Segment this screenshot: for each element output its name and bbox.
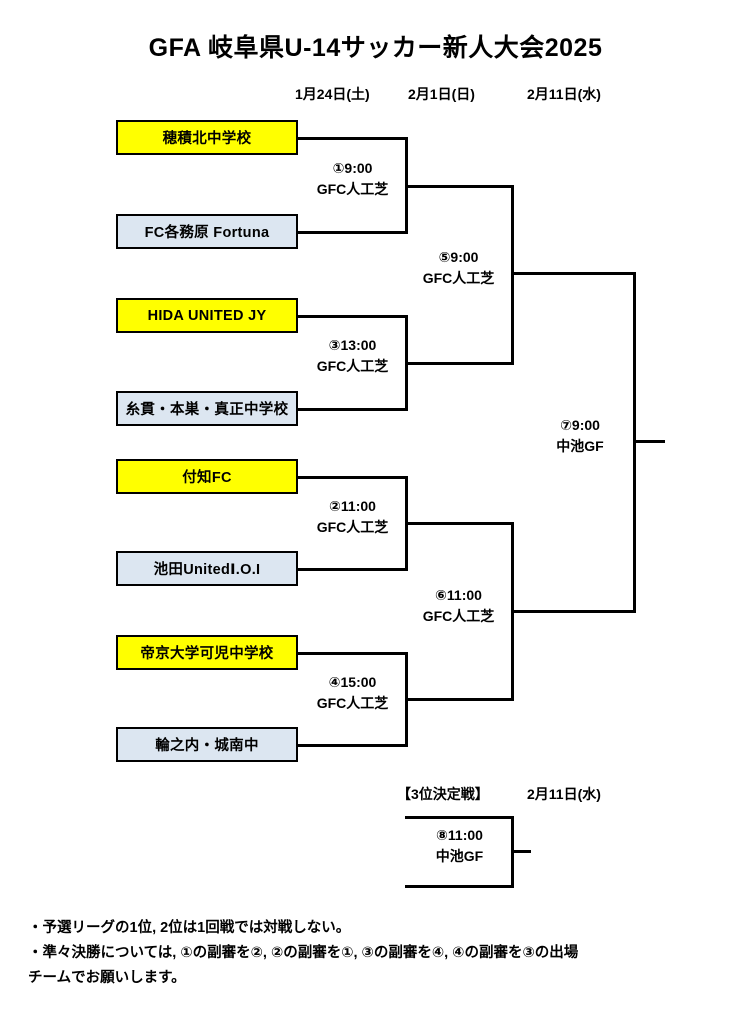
match-venue: 中池GF bbox=[435, 848, 484, 864]
match-time: ⑧11:00 bbox=[436, 827, 483, 843]
bracket-line-m8-bottom bbox=[405, 885, 514, 888]
bracket-line-m8-top bbox=[405, 816, 514, 819]
team-name: 帝京大学可児中学校 bbox=[140, 646, 274, 662]
match-label-7: ⑦9:00 中池GF bbox=[528, 415, 632, 457]
match-venue: 中池GF bbox=[556, 438, 604, 454]
bracket-line-m3-bottom bbox=[298, 408, 407, 411]
bracket-line-m2-top bbox=[298, 476, 407, 479]
bracket-line-m5-out bbox=[511, 272, 635, 275]
date-final: 2月11日(水) bbox=[527, 86, 601, 102]
match-time: ④15:00 bbox=[328, 674, 377, 690]
bracket-line-m3-out bbox=[405, 362, 513, 365]
team-box-7[interactable]: 帝京大学可児中学校 bbox=[116, 635, 298, 670]
match-time: ⑤9:00 bbox=[438, 249, 479, 265]
note-line-1: ・予選リーグの1位, 2位は1回戦では対戦しない。 bbox=[28, 920, 351, 936]
match-venue: GFC人工芝 bbox=[316, 358, 389, 374]
match-label-6: ⑥11:00 GFC人工芝 bbox=[405, 585, 512, 627]
match-venue: GFC人工芝 bbox=[422, 270, 495, 286]
bracket-line-m8-out bbox=[511, 850, 531, 853]
team-box-6[interactable]: 池田UnitedⅠ.O.I bbox=[116, 551, 298, 586]
date-semifinal: 2月1日(日) bbox=[408, 86, 475, 102]
match-time: ①9:00 bbox=[332, 160, 373, 176]
team-name: 穂積北中学校 bbox=[162, 131, 252, 147]
bracket-line-m6-out bbox=[511, 610, 635, 613]
match-label-4: ④15:00 GFC人工芝 bbox=[300, 672, 405, 714]
team-box-3[interactable]: HIDA UNITED JY bbox=[116, 298, 298, 333]
match-label-8: ⑧11:00 中池GF bbox=[407, 825, 512, 867]
third-place-label: 【3位決定戦】 bbox=[397, 786, 489, 802]
notes-block: ・予選リーグの1位, 2位は1回戦では対戦しない。 ・準々決勝については, ①の… bbox=[28, 916, 728, 991]
match-time: ⑥11:00 bbox=[435, 587, 482, 603]
match-venue: GFC人工芝 bbox=[316, 181, 389, 197]
third-place-date: 2月11日(水) bbox=[527, 786, 601, 802]
match-label-1: ①9:00 GFC人工芝 bbox=[300, 158, 405, 200]
match-time: ②11:00 bbox=[329, 498, 376, 514]
bracket-line-m2-bottom bbox=[298, 568, 407, 571]
note-line-2: ・準々決勝については, ①の副審を②, ②の副審を①, ③の副審を④, ④の副審… bbox=[28, 945, 579, 961]
match-venue: GFC人工芝 bbox=[316, 695, 389, 711]
team-box-1[interactable]: 穂積北中学校 bbox=[116, 120, 298, 155]
third-place-header: 【3位決定戦】 2月11日(水) bbox=[0, 784, 751, 804]
bracket-line-m4-bottom bbox=[298, 744, 407, 747]
bracket-line-m1-out bbox=[405, 185, 513, 188]
team-name: FC各務原 Fortuna bbox=[144, 225, 270, 241]
team-name: 輪之内・城南中 bbox=[155, 738, 259, 754]
team-box-5[interactable]: 付知FC bbox=[116, 459, 298, 494]
team-name: HIDA UNITED JY bbox=[147, 307, 267, 324]
team-box-4[interactable]: 糸貫・本巣・真正中学校 bbox=[116, 391, 298, 426]
bracket-line-m4-top bbox=[298, 652, 407, 655]
match-time: ⑦9:00 bbox=[560, 417, 600, 433]
bracket-line-m1-top bbox=[298, 137, 407, 140]
note-line-3: チームでお願いします。 bbox=[28, 970, 186, 986]
match-venue: GFC人工芝 bbox=[422, 608, 495, 624]
bracket-line-m2-out bbox=[405, 522, 513, 525]
bracket-line-m1-bottom bbox=[298, 231, 407, 234]
match-time: ③13:00 bbox=[328, 337, 377, 353]
team-name: 池田UnitedⅠ.O.I bbox=[153, 562, 261, 578]
match-label-2: ②11:00 GFC人工芝 bbox=[300, 496, 405, 538]
bracket-line-m4-out bbox=[405, 698, 513, 701]
bracket-line-m7-out bbox=[633, 440, 665, 443]
match-venue: GFC人工芝 bbox=[316, 519, 389, 535]
bracket-line-m3-top bbox=[298, 315, 407, 318]
date-round1: 1月24日(土) bbox=[295, 86, 370, 102]
team-box-2[interactable]: FC各務原 Fortuna bbox=[116, 214, 298, 249]
team-name: 糸貫・本巣・真正中学校 bbox=[125, 402, 289, 418]
date-header-row: 1月24日(土) 2月1日(日) 2月11日(水) bbox=[0, 84, 751, 104]
page-title: GFA 岐阜県U-14サッカー新人大会2025 bbox=[148, 34, 603, 62]
team-box-8[interactable]: 輪之内・城南中 bbox=[116, 727, 298, 762]
team-name: 付知FC bbox=[182, 470, 232, 486]
match-label-3: ③13:00 GFC人工芝 bbox=[300, 335, 405, 377]
bracket-line-m5-join bbox=[511, 185, 514, 365]
match-label-5: ⑤9:00 GFC人工芝 bbox=[405, 247, 512, 289]
